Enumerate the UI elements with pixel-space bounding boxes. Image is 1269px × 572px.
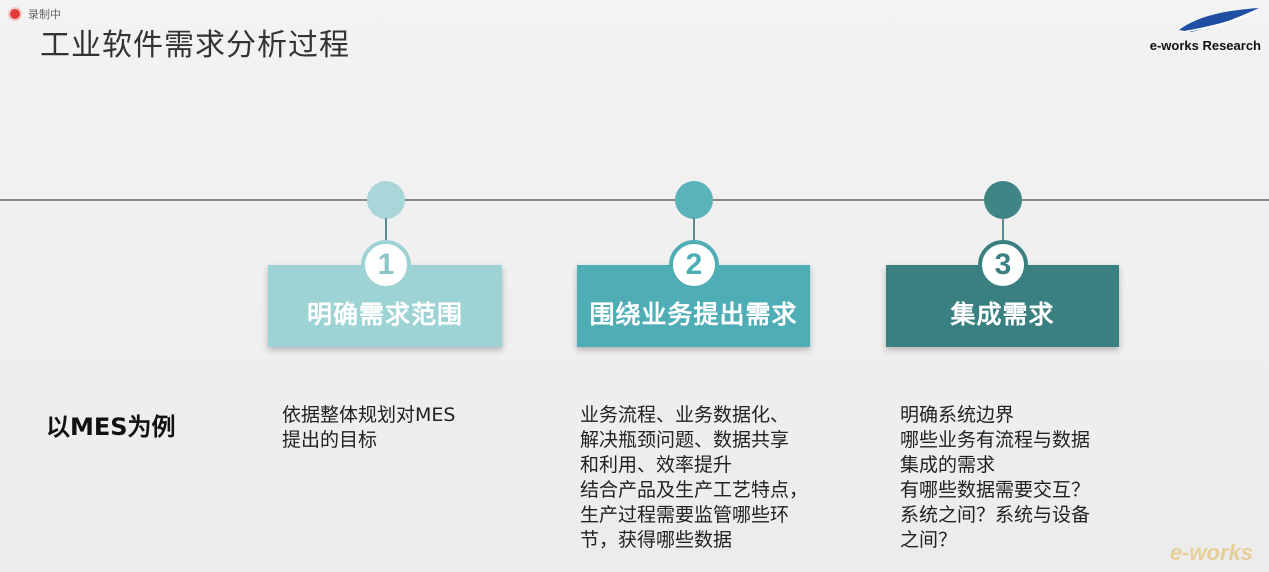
- recording-indicator: 录制中: [10, 6, 61, 22]
- step-number-badge-1: 1: [361, 240, 411, 290]
- recording-label: 录制中: [28, 8, 61, 21]
- timeline-line: [0, 199, 1269, 201]
- eworks-watermark: e-works: [1169, 540, 1253, 565]
- description-line: 依据整体规划对MES: [282, 404, 456, 426]
- description-line: 明确系统边界: [900, 404, 1015, 426]
- step-description-2: 业务流程、业务数据化、 解决瓶颈问题、数据共享 和利用、效率提升 结合产品及生产…: [580, 403, 808, 553]
- step-label-1: 明确需求范围: [306, 300, 463, 329]
- description-line: 生产过程需要监管哪些环: [580, 504, 790, 526]
- step-description-1: 依据整体规划对MES 提出的目标: [282, 403, 455, 453]
- step-label-3: 集成需求: [950, 300, 1055, 329]
- step-description-3: 明确系统边界 哪些业务有流程与数据 集成的需求 有哪些数据需要交互？ 系统之间？…: [900, 403, 1090, 553]
- description-line: 解决瓶颈问题、数据共享: [580, 429, 790, 451]
- description-line: 业务流程、业务数据化、: [580, 404, 790, 426]
- description-line: 集成的需求: [900, 454, 996, 476]
- step-number-badge-3: 3: [978, 240, 1028, 290]
- step-number-badge-2: 2: [669, 240, 719, 290]
- timeline-node-1: [367, 181, 405, 219]
- timeline-node-2: [675, 181, 713, 219]
- pen-nib-icon: [1179, 8, 1259, 33]
- example-label: 以MES为例: [46, 413, 176, 441]
- timeline-node-3: [984, 181, 1022, 219]
- description-line: 之间？: [900, 529, 958, 551]
- step-number-2: 2: [685, 248, 703, 281]
- page-title: 工业软件需求分析过程: [40, 28, 350, 63]
- description-line: 有哪些数据需要交互？: [900, 479, 1091, 501]
- step-number-3: 3: [994, 248, 1012, 281]
- description-line: 哪些业务有流程与数据: [900, 429, 1091, 451]
- timeline-stem-3: [1002, 218, 1004, 248]
- description-line: 系统之间？系统与设备: [900, 504, 1091, 526]
- step-number-1: 1: [377, 248, 395, 281]
- description-line: 结合产品及生产工艺特点，: [580, 479, 809, 501]
- timeline-stem-2: [693, 218, 695, 248]
- description-line: 和利用、效率提升: [580, 454, 733, 476]
- logo-text: e-works Research: [1149, 38, 1261, 53]
- description-line: 提出的目标: [282, 429, 378, 451]
- timeline-stem-1: [385, 218, 387, 248]
- description-line: 节，获得哪些数据: [580, 529, 733, 551]
- record-icon: [10, 9, 20, 19]
- step-label-2: 围绕业务提出需求: [589, 300, 798, 329]
- eworks-logo: e-works Research: [1131, 6, 1261, 53]
